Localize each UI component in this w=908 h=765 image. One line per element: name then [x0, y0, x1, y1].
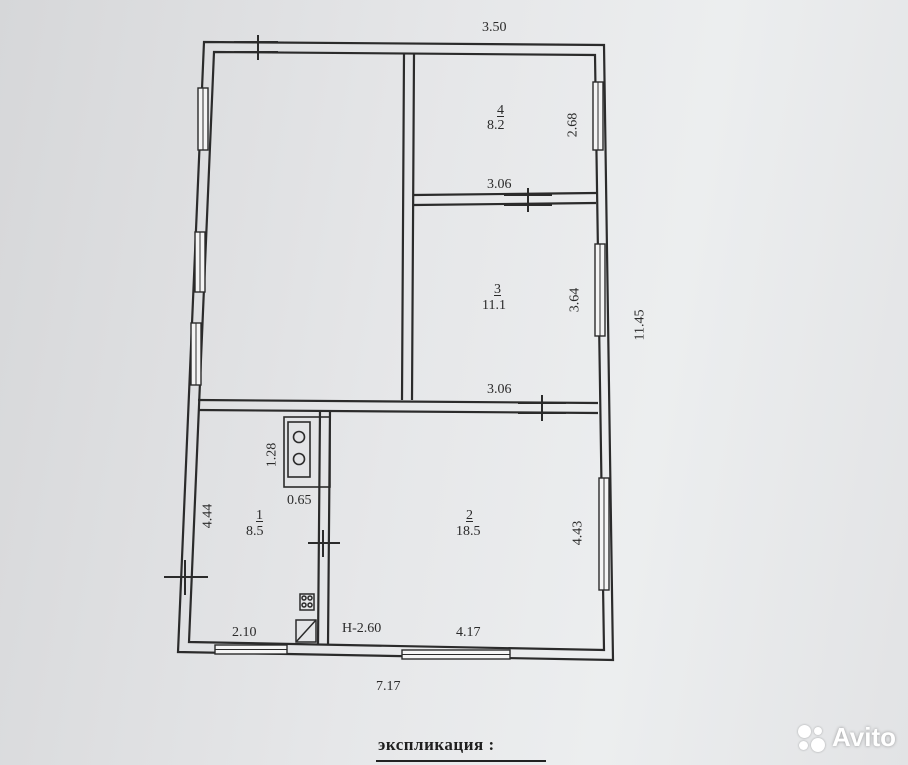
- door-room2: [518, 395, 566, 421]
- wall-main-horizontal: [197, 398, 599, 415]
- caption-underline: [376, 760, 546, 762]
- dim-stove-width: 0.65: [287, 493, 312, 508]
- avito-wordmark: Avito: [831, 722, 896, 752]
- outer-wall-inner: [187, 50, 606, 652]
- room3-area: 11.1: [482, 298, 506, 313]
- room4-number: 4: [497, 103, 504, 118]
- wall-left-partition: [400, 52, 416, 401]
- avito-logo-icon: [796, 723, 826, 753]
- explication-caption: экспликация :: [378, 735, 495, 754]
- door-entrance: [164, 560, 208, 595]
- dim-room2-height: 4.43: [570, 520, 586, 546]
- ceiling-height-label: H-2.60: [342, 621, 382, 636]
- dim-room2-bottom: 4.17: [456, 625, 481, 640]
- dim-room4-height: 2.68: [565, 112, 581, 138]
- dim-room1-height: 4.44: [200, 503, 216, 529]
- dim-room1-bottom: 2.10: [232, 625, 257, 640]
- gas-stove: [299, 593, 315, 611]
- room2-number: 2: [466, 508, 473, 523]
- door-room3: [504, 188, 552, 212]
- dim-stove-height: 1.28: [264, 442, 280, 468]
- wall-room1-room2: [316, 409, 332, 646]
- door-top: [234, 35, 278, 60]
- room1-area: 8.5: [246, 524, 264, 539]
- dim-bottom-width: 7.17: [376, 679, 401, 694]
- dim-room3-bottom: 3.06: [487, 382, 512, 397]
- door-room1: [308, 530, 340, 557]
- dim-room4-bottom: 3.06: [487, 177, 512, 192]
- avito-watermark: Avito: [796, 722, 896, 753]
- boiler: [295, 619, 317, 643]
- outer-wall-outer: [176, 40, 615, 662]
- room4-area: 8.2: [487, 118, 505, 133]
- dim-room3-height: 3.64: [567, 287, 583, 313]
- room2-area: 18.5: [456, 524, 481, 539]
- room1-number: 1: [256, 508, 263, 523]
- room3-number: 3: [494, 282, 501, 297]
- dim-right-height: 11.45: [632, 309, 648, 341]
- stove: [283, 416, 331, 488]
- dim-top-width: 3.50: [482, 20, 507, 35]
